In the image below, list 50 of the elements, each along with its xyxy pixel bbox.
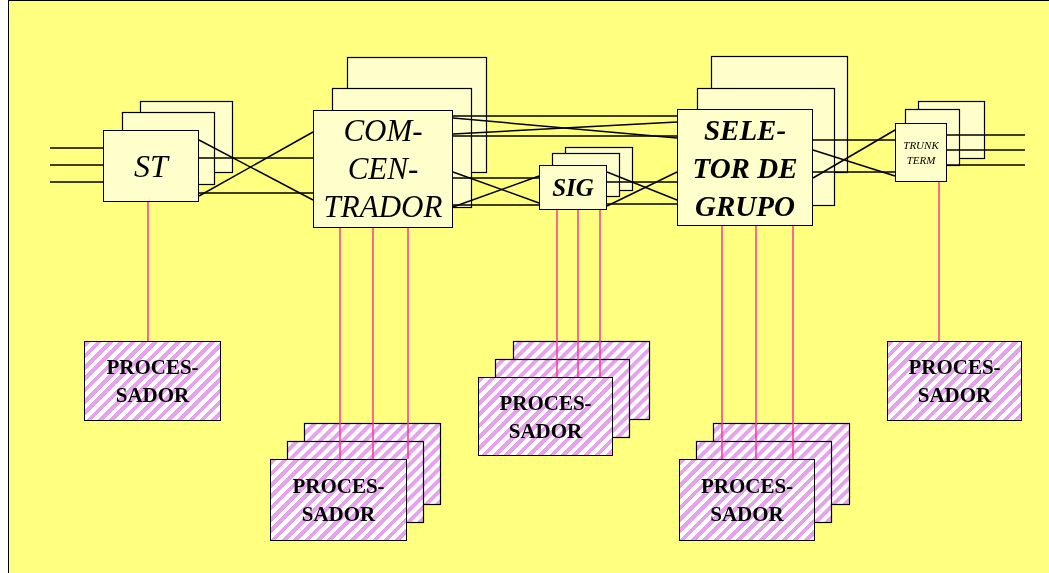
connector-line [198, 157, 314, 159]
connector-line [606, 203, 678, 205]
connector-line [556, 209, 558, 378]
processor-box [84, 341, 221, 421]
connector-line [946, 164, 1026, 166]
connector-line [198, 192, 314, 194]
connector-line [606, 171, 678, 207]
connector-line [812, 149, 896, 177]
connector-line [49, 147, 104, 149]
processor-box [679, 459, 815, 541]
connector-line [452, 115, 678, 117]
box-label: PROCES- SADOR [907, 354, 1002, 409]
connector-line [372, 227, 374, 460]
connector-line [946, 149, 1026, 151]
connector-line [812, 129, 896, 179]
connector-line [452, 177, 540, 179]
box-label: ST [134, 147, 168, 186]
box-label: COM- CEN- TRADOR [322, 112, 444, 226]
box-label: PROCES- SADOR [699, 473, 795, 528]
box-label: PROCES- SADOR [291, 473, 386, 528]
box-label: PROCES- SADOR [105, 354, 200, 409]
box-label: SELE- TOR DE GRUPO [691, 112, 799, 224]
box-label: SIG [552, 172, 594, 203]
connector-line [577, 209, 579, 378]
connector-line [452, 135, 678, 137]
connector-line [606, 171, 678, 201]
connector-line [198, 139, 314, 201]
connector-line [938, 181, 940, 342]
connector-line [812, 171, 896, 173]
connector-line [49, 181, 104, 183]
switch-box [313, 110, 453, 228]
switch-box [103, 130, 199, 202]
box-label: TRUNK TERM [902, 137, 940, 168]
switch-box [677, 109, 813, 226]
connector-line [606, 181, 678, 183]
connector-line [147, 201, 149, 342]
connector-line [198, 131, 314, 197]
connector-line [721, 225, 723, 460]
connector-line [599, 209, 601, 378]
connector-line [452, 204, 540, 206]
switch-box [895, 123, 947, 182]
connector-line [339, 227, 341, 460]
connector-line [812, 139, 896, 141]
processor-box [270, 459, 407, 541]
box-label: PROCES- SADOR [498, 389, 593, 445]
connector-line [49, 164, 104, 166]
processor-box [887, 341, 1022, 421]
switch-box [539, 165, 607, 210]
processor-box [478, 377, 613, 456]
connector-line [946, 134, 1026, 136]
